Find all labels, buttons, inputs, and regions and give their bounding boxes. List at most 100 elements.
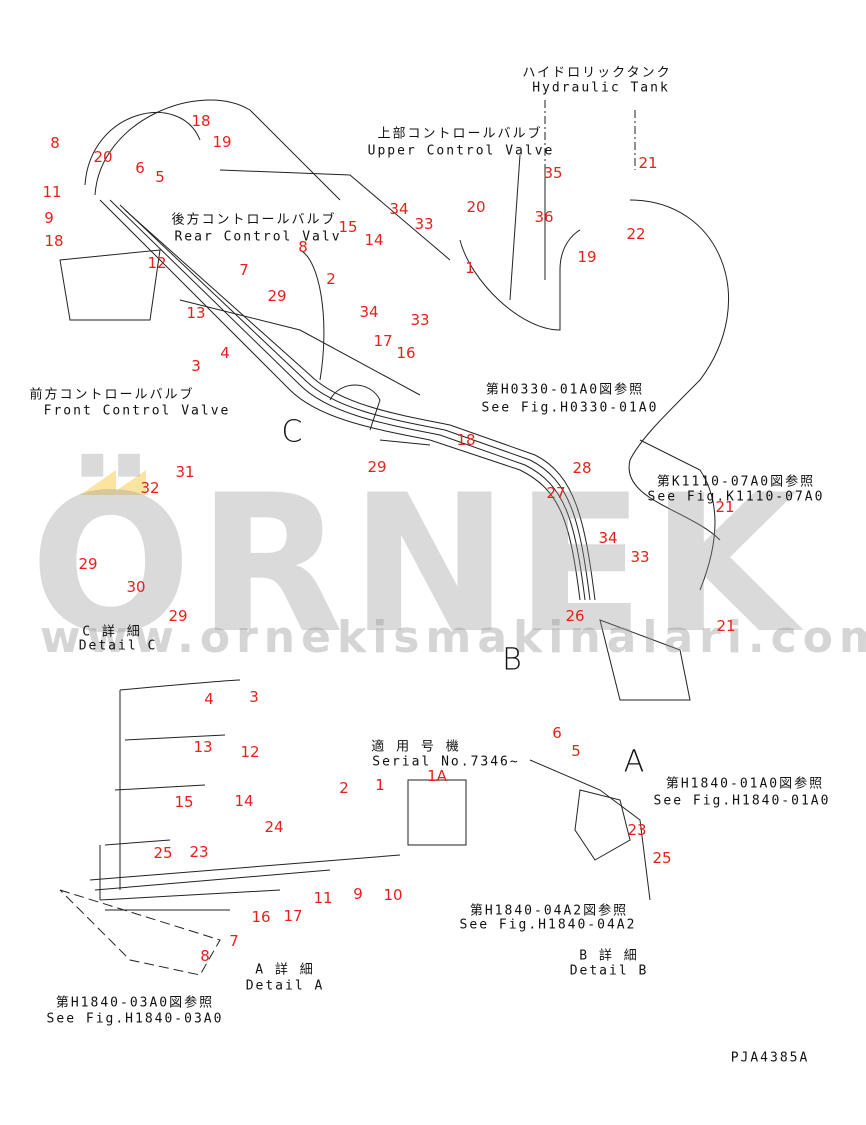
ref-h1840-03: See Fig.H1840-03A0	[46, 1011, 224, 1027]
part-callout: 7	[239, 261, 249, 279]
part-callout: 24	[264, 818, 284, 836]
part-callout: 34	[598, 529, 618, 547]
part-callout: 12	[147, 254, 167, 272]
ref-h1840-04-jp: 第H1840-04A2図参照	[469, 903, 629, 919]
caption-front-valve: Front Control Valve	[43, 403, 231, 419]
part-callout: 9	[353, 885, 363, 903]
ref-h1840-04: See Fig.H1840-04A2	[459, 917, 637, 933]
part-callout: 34	[359, 303, 379, 321]
view-letter-a: A	[623, 744, 645, 780]
ref-k1110-jp: 第K1110-07A0図参照	[656, 474, 816, 490]
view-letter-b: B	[502, 642, 522, 678]
part-callout: 4	[220, 344, 230, 362]
part-callout: 34	[389, 200, 409, 218]
part-callout: 3	[191, 357, 201, 375]
detail-c: Detail C	[78, 638, 158, 654]
part-callout: 26	[565, 607, 585, 625]
part-callout: 25	[153, 844, 173, 862]
caption-hydraulic-tank-jp: ハイドロリックタンク	[522, 65, 672, 81]
part-callout: 16	[251, 908, 271, 926]
detail-c-jp: C 詳 細	[82, 624, 142, 640]
part-callout: 17	[373, 332, 393, 350]
part-callout: 2	[326, 270, 336, 288]
serial-jp: 適 用 号 機	[371, 739, 461, 755]
part-callout: 21	[638, 154, 658, 172]
part-callout: 8	[200, 947, 210, 965]
part-callout: 19	[212, 133, 232, 151]
part-callout: 19	[577, 248, 597, 266]
detail-b-jp: B 詳 細	[579, 948, 639, 964]
caption-upper-valve-jp: 上部コントロールバルブ	[377, 126, 543, 142]
caption-upper-valve: Upper Control Valve	[367, 143, 555, 159]
part-callout: 5	[571, 742, 581, 760]
part-callout: 3	[249, 688, 259, 706]
part-callout: 20	[466, 198, 486, 216]
part-callout: 7	[229, 932, 239, 950]
part-callout: 29	[267, 287, 287, 305]
part-callout: 20	[93, 148, 113, 166]
part-callout: 33	[414, 215, 434, 233]
part-callout: 25	[652, 849, 672, 867]
ref-h1840-03-jp: 第H1840-03A0図参照	[55, 995, 215, 1011]
ref-h0330-jp: 第H0330-01A0図参照	[485, 382, 645, 398]
part-callout: 30	[126, 578, 146, 596]
part-callout: 13	[193, 738, 213, 756]
part-callout: 27	[546, 484, 566, 502]
watermark-url: www.ornekismakinalari.com.tr	[40, 612, 866, 663]
part-callout: 33	[410, 311, 430, 329]
caption-front-valve-jp: 前方コントロールバルブ	[29, 387, 195, 403]
part-callout: 18	[191, 112, 211, 130]
part-callout: 12	[240, 743, 260, 761]
part-callout: 4	[204, 690, 214, 708]
part-callout: 13	[186, 304, 206, 322]
ref-h0330: See Fig.H0330-01A0	[481, 400, 659, 416]
part-callout: 11	[42, 183, 62, 201]
part-callout: 35	[543, 164, 563, 182]
part-callout: 32	[140, 479, 160, 497]
part-callout: 29	[78, 555, 98, 573]
part-callout: 15	[338, 218, 358, 236]
part-callout: 1	[465, 259, 475, 277]
part-callout: 31	[175, 463, 195, 481]
part-callout: 8	[298, 238, 308, 256]
part-callout: 18	[456, 431, 476, 449]
caption-rear-valve: Rear Control Valv	[174, 229, 342, 245]
part-callout: 9	[44, 209, 54, 227]
part-callout: 1	[375, 776, 385, 794]
ref-h1840-01: See Fig.H1840-01A0	[653, 793, 831, 809]
part-callout: 6	[552, 724, 562, 742]
part-callout: 15	[174, 793, 194, 811]
caption-rear-valve-jp: 後方コントロールバルブ	[171, 212, 337, 228]
detail-b: Detail B	[569, 963, 649, 979]
detail-a-jp: A 詳 細	[255, 962, 315, 978]
detail-a: Detail A	[245, 978, 325, 994]
view-letter-c: C	[281, 414, 303, 450]
part-callout: 14	[364, 231, 384, 249]
part-callout: 28	[572, 459, 592, 477]
part-callout: 23	[627, 821, 647, 839]
watermark-brand: ÖRNEK	[30, 454, 804, 675]
ref-h1840-01-jp: 第H1840-01A0図参照	[665, 776, 825, 792]
part-callout: 14	[234, 792, 254, 810]
part-callout: 1A	[427, 767, 447, 785]
drawing-number: PJA4385A	[730, 1050, 810, 1066]
part-callout: 21	[715, 498, 735, 516]
part-callout: 22	[626, 225, 646, 243]
part-callout: 16	[396, 344, 416, 362]
ref-k1110: See Fig.K1110-07A0	[647, 489, 825, 505]
part-callout: 10	[383, 886, 403, 904]
part-callout: 8	[50, 134, 60, 152]
part-callout: 33	[630, 548, 650, 566]
part-callout: 6	[135, 159, 145, 177]
caption-hydraulic-tank: Hydraulic Tank	[532, 80, 670, 96]
part-callout: 29	[367, 458, 387, 476]
part-callout: 17	[283, 907, 303, 925]
part-callout: 23	[189, 843, 209, 861]
part-callout: 29	[168, 607, 188, 625]
part-callout: 36	[534, 208, 554, 226]
watermark-accent	[110, 470, 146, 495]
part-callout: 21	[716, 617, 736, 635]
part-callout: 5	[155, 168, 165, 186]
